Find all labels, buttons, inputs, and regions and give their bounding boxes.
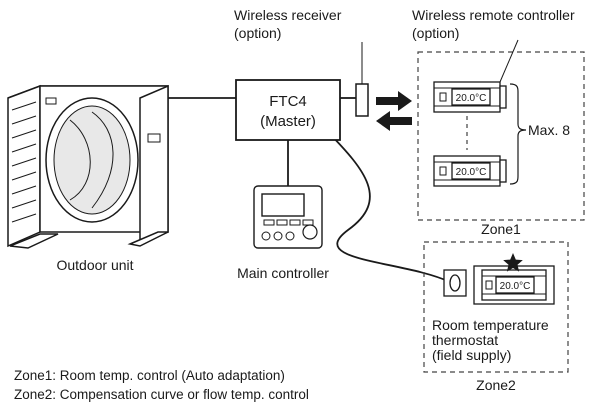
ftc-subtitle: (Master) [260,113,316,130]
main-controller [253,185,323,249]
zone1-box [417,51,585,221]
wireless-receiver-option: (option) [234,25,281,41]
ftc4-box [235,79,341,141]
wireless-remote-controller-1 [433,81,507,113]
remote2-display-value: 20.0°C [456,167,487,178]
zone2-label: Zone2 [476,377,516,393]
note-zone1: Zone1: Room temp. control (Auto adaptati… [14,368,285,383]
wireless-receiver [355,83,369,117]
outdoor-unit-label: Outdoor unit [56,257,133,273]
connection-lines [168,97,451,283]
note-zone2: Zone2: Compensation curve or flow temp. … [14,387,309,402]
max-bracket [509,83,527,185]
zone2-box [423,241,569,373]
thermostat-label-1: Room temperature [432,317,549,333]
thermostat-label-3: (field supply) [432,347,511,363]
main-controller-label: Main controller [237,265,329,281]
max-label: Max. 8 [528,122,570,138]
thermostat-label-2: thermostat [432,332,498,348]
room-thermostat-device [443,269,467,297]
ftc-title: FTC4 [269,93,307,110]
zone2-display-value: 20.0°C [500,281,531,292]
wireless-remote-label: Wireless remote controller [412,7,575,23]
wireless-remote-leader [499,39,519,83]
remote1-display-value: 20.0°C [456,93,487,104]
wireless-receiver-label: Wireless receiver [234,7,342,23]
wireless-remote-controller-2 [433,155,507,187]
star-icon [503,253,523,272]
signal-arrows [376,91,412,131]
main-controller-screen [261,193,305,217]
wireless-remote-option: (option) [412,25,459,41]
wireless-remote-controller-zone2 [473,265,555,305]
arrow-left-icon [376,111,412,131]
outdoor-unit-illustration [7,84,169,249]
ftc-to-thermostat-cable [327,131,451,283]
arrow-right-icon [376,91,412,111]
zone1-label: Zone1 [481,221,521,237]
